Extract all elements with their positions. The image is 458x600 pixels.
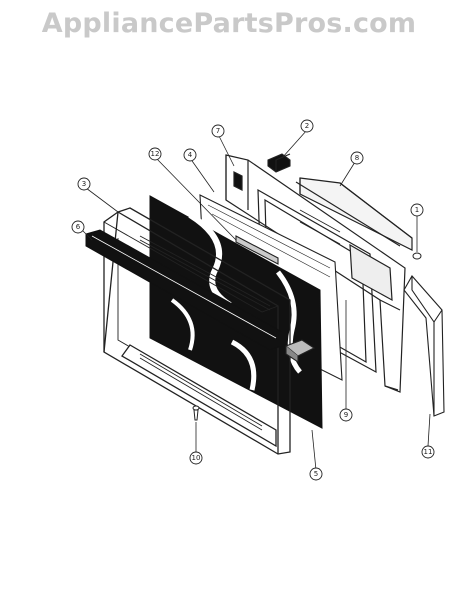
callout-2: 2 xyxy=(300,119,314,133)
svg-text:2: 2 xyxy=(305,122,309,130)
svg-text:7: 7 xyxy=(216,127,220,135)
part-8-outer-frame xyxy=(295,177,413,251)
callout-9: 9 xyxy=(339,408,353,422)
part-6-handle-bar xyxy=(85,229,283,351)
callout-10: 10 xyxy=(189,451,203,465)
callout-3: 3 xyxy=(77,177,91,191)
svg-text:9: 9 xyxy=(344,411,348,419)
callout-4: 4 xyxy=(183,148,197,162)
svg-text:8: 8 xyxy=(355,154,359,162)
callout-6: 6 xyxy=(71,220,85,234)
callout-5: 5 xyxy=(309,467,323,481)
svg-text:1: 1 xyxy=(415,206,419,214)
callout-8: 8 xyxy=(350,151,364,165)
svg-text:6: 6 xyxy=(76,223,81,231)
part-2-hinge-bracket xyxy=(267,153,291,173)
svg-text:10: 10 xyxy=(192,454,201,462)
callout-1: 1 xyxy=(410,203,424,217)
leader-lines xyxy=(81,129,431,471)
part-11-side-trim xyxy=(403,275,445,417)
watermark: AppliancePartsPros.com xyxy=(41,8,417,39)
callout-12: 12 xyxy=(148,147,162,161)
svg-text:11: 11 xyxy=(424,448,433,456)
svg-text:4: 4 xyxy=(188,151,193,159)
part-10-screw xyxy=(192,405,200,421)
svg-text:5: 5 xyxy=(314,470,318,478)
svg-text:3: 3 xyxy=(82,180,86,188)
callout-11: 11 xyxy=(421,445,435,459)
part-1-screw xyxy=(412,252,422,260)
handle-end-cap xyxy=(284,339,316,364)
callout-7: 7 xyxy=(211,124,225,138)
svg-text:12: 12 xyxy=(151,150,160,158)
part-3-front-frame xyxy=(103,207,291,455)
